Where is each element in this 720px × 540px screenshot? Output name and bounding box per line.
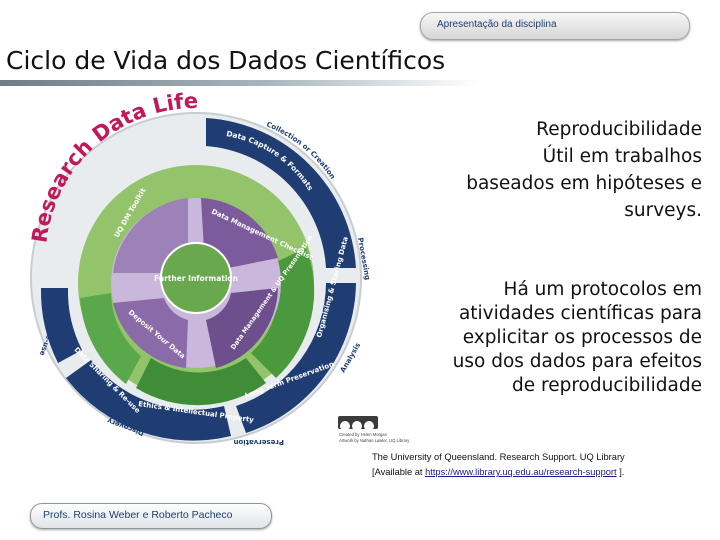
green-segment-left [80, 293, 141, 384]
course-header-badge: Apresentação da disciplina [420, 12, 690, 40]
title-divider [0, 80, 480, 86]
segment-blue-top [206, 118, 356, 268]
authors-footer-badge: Profs. Rosina Weber e Roberto Pacheco [30, 503, 272, 529]
protocol-paragraph: Há um protocolos em atividades científic… [402, 278, 702, 398]
authors-label: Profs. Rosina Weber e Roberto Pacheco [43, 509, 233, 521]
p2-line: Há um protocolos em [503, 279, 702, 300]
source-citation: The University of Queensland. Research S… [372, 450, 717, 480]
diagram-credit: Created by Helen Morgan Artwork by Natha… [339, 432, 409, 444]
reproducibility-paragraph: Reproducibilidade Útil em trabalhos base… [402, 116, 702, 224]
segment-blue-left [40, 288, 82, 363]
center-label: Further Information [154, 274, 238, 283]
citation-line-2: [Available at https://www.library.uq.edu… [372, 465, 717, 480]
segment-blue-bottom [66, 360, 231, 441]
credit-line-1: Created by Helen Morgan [339, 432, 387, 437]
green-segment-bottom [136, 358, 266, 406]
purple-segment-right [206, 288, 278, 368]
credit-line-2: Artwork by Nathan Lawler, UQ Library [339, 438, 410, 443]
p2-line: explicitar os processos de [462, 327, 702, 348]
purple-segment-top [201, 198, 278, 268]
purple-segment-left [113, 298, 188, 368]
course-header-label: Apresentação da disciplina [437, 19, 557, 30]
p1-line: surveys. [624, 200, 702, 221]
creative-commons-icon [338, 416, 378, 431]
p2-line: atividades científicas para [458, 303, 702, 324]
citation-link[interactable]: https://www.library.uq.edu.au/research-s… [425, 467, 617, 477]
p1-line: Reproducibilidade [536, 119, 702, 140]
citation-line-1: The University of Queensland. Research S… [372, 452, 625, 462]
green-segment-right [251, 248, 315, 378]
p2-line: de reproducibilidade [512, 375, 702, 396]
p1-line: Útil em trabalhos [542, 146, 702, 167]
p2-line: uso dos dados para efeitos [452, 351, 702, 372]
center-circle [160, 242, 232, 314]
segment-blue-right [236, 283, 356, 433]
p1-line: baseados em hipóteses e [466, 173, 702, 194]
citation-prefix: [Available at [372, 467, 426, 477]
segment-label-preservation: Preservation [233, 438, 284, 446]
citation-suffix: ]. [616, 467, 625, 477]
page-title: Ciclo de Vida dos Dados Científicos [6, 46, 446, 75]
research-data-life-cycle-diagram: Research Data Life Cycle Collection or C… [6, 88, 371, 446]
